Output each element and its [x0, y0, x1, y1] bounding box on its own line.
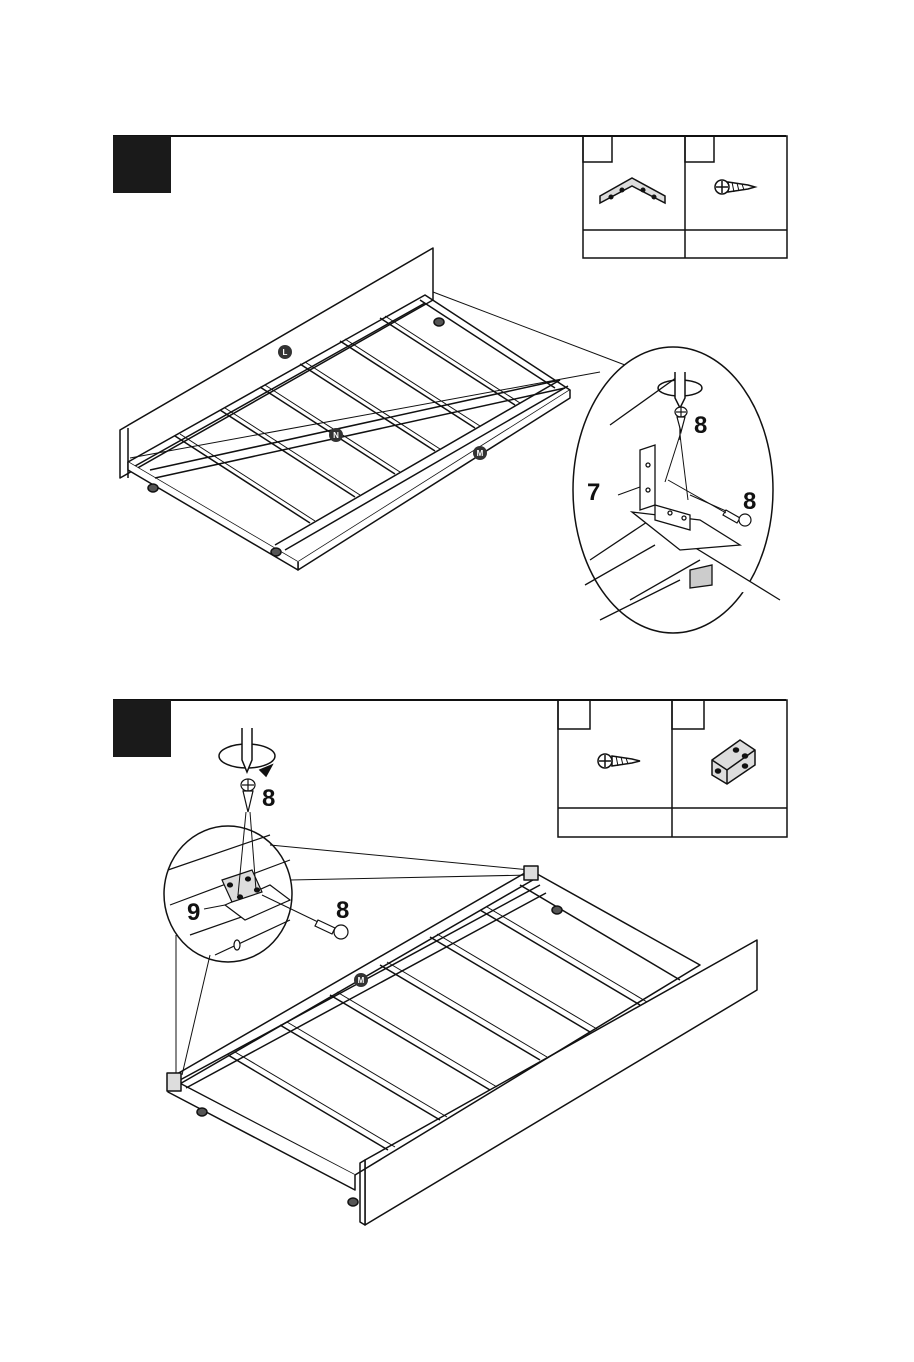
part-label-N: N: [333, 431, 339, 440]
callout-bracket: 7: [587, 479, 600, 506]
step-2-hardware-table: [558, 700, 787, 837]
angle-bracket-icon: [600, 178, 665, 203]
step-1-hardware-table: [583, 136, 787, 258]
callout-screw-side-2: 8: [336, 897, 349, 924]
step-1: L N M: [113, 136, 787, 633]
step-1-number-box: [113, 136, 171, 193]
step-1-bed-frame: [120, 248, 570, 570]
step-2-part-marker-M: M: [354, 973, 368, 987]
corner-bracket-icon: [712, 740, 755, 784]
callout-screw-top: 8: [694, 412, 707, 439]
step-1-detail-view: 8 7 8: [573, 347, 780, 633]
step-2-screwdriver: [219, 728, 275, 776]
step-1-part-marker-M: M: [473, 446, 487, 460]
step-1-part-marker-L: L: [278, 345, 292, 359]
callout-screw-top-2: 8: [262, 785, 275, 812]
step-2: 8: [113, 700, 787, 1225]
callout-bracket-2: 9: [187, 899, 200, 926]
part-label-L: L: [283, 348, 288, 357]
step-2-detail-view: 9 8: [164, 812, 349, 962]
part-label-M: M: [477, 449, 484, 458]
step-2-top-screw: [241, 779, 255, 812]
step-1-part-marker-N: N: [329, 428, 343, 442]
screw-icon: [598, 754, 640, 768]
part-label-M-2: M: [358, 976, 365, 985]
step-2-number-box: [113, 700, 171, 757]
callout-screw-side: 8: [743, 488, 756, 515]
screw-icon: [715, 180, 755, 194]
